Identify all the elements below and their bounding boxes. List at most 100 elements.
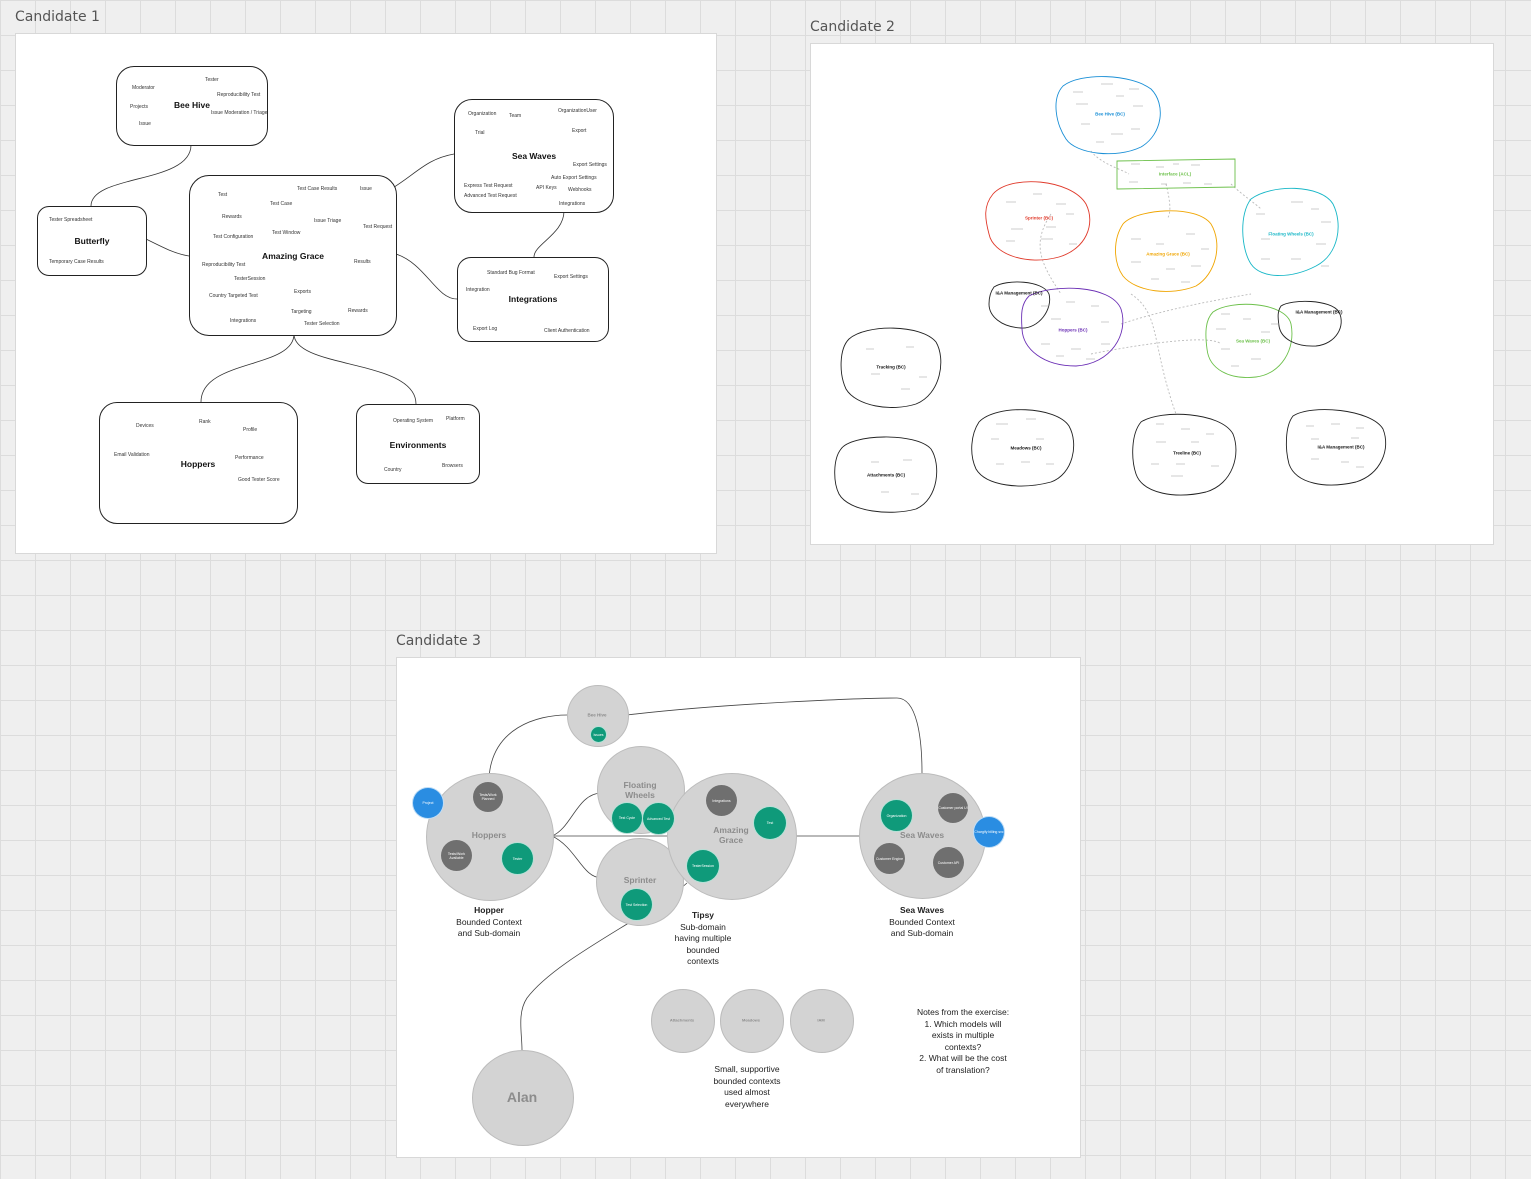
box-item: Platform [446,416,465,422]
hoppers-tester-node[interactable]: Tester [501,842,534,875]
amazing-grace-tester-session-node[interactable]: TesterSession [686,849,720,883]
candidate-2-item-marks [866,83,1364,495]
alan-circle[interactable] [472,1050,574,1146]
box-item: Team [509,113,522,119]
box-item: Express Test Request [464,183,513,189]
box-item: Operating System [393,418,434,424]
notes-line2: 1. Which models will [924,1018,1002,1029]
notes-line6: of translation? [936,1064,990,1075]
box-item: Test Configuration [213,234,254,240]
candidate-3-frame[interactable]: Bee Hive Hoppers Floating Wheels Sprinte… [396,657,1081,1158]
floating-wheels-test-cycle-node[interactable]: Test Cycle [611,802,643,834]
sea-waves-caption-line1: Bounded Context [889,916,955,927]
chargify-billing-node[interactable]: Chargify billing svc [973,816,1005,848]
blob-tracking [840,327,942,408]
box-item: Trial [475,130,485,136]
sea-waves-organization-node[interactable]: Organization [880,799,913,832]
box-item: Export Settings [573,162,607,168]
bee-hive-box[interactable]: Tester Moderator Reproducibility Test Pr… [116,66,268,146]
candidate-2-frame[interactable]: Bee Hive (BC) Interface (ACL) Sprinter (… [810,43,1494,545]
blob-title-sprinter: Sprinter (BC) [1025,215,1053,221]
iam-label: IAM [817,1017,825,1023]
blob-title-attachments: Attachments (BC) [866,472,906,478]
meadows-circle[interactable] [720,989,784,1053]
box-item: Test Case [270,201,293,207]
amazing-grace-test-node[interactable]: Test [753,806,787,840]
box-item: API Keys [536,185,557,191]
blob-title-treeline: Treeline (BC) [1173,450,1201,456]
candidate-1-frame[interactable]: Tester Moderator Reproducibility Test Pr… [15,33,717,554]
environments-box[interactable]: Operating System Platform Environments C… [356,404,480,484]
candidate-1-connectors [90,144,565,405]
box-title: Sea Waves [511,151,557,161]
box-item: Good Tester Score [238,477,280,483]
blob-iam-left [988,281,1051,329]
blob-title-tracking: Tracking (BC) [876,364,906,370]
project-node[interactable]: Project [412,787,444,819]
box-item: Rewards [222,214,242,220]
box-item: Email Validation [114,452,150,458]
sea-waves-label: Sea Waves [899,830,945,840]
blob-title-floating-wheels: Floating Wheels (BC) [1268,231,1314,237]
box-item: Browsers [442,463,463,469]
box-title: Bee Hive [174,100,210,110]
sea-waves-customer-portal-node[interactable]: Customer portal UI [937,792,969,824]
blob-title-bee-hive: Bee Hive (BC) [1095,111,1125,117]
notes-line1: Notes from the exercise: [916,1007,1010,1017]
box-item: Temporary Case Results [49,259,104,265]
notes-line3: exists in multiple [931,1030,995,1040]
blob-floating-wheels [1242,187,1339,276]
sea-waves-customer-engine-node[interactable]: Customer Engine [873,842,906,875]
box-item: Test Request [363,224,393,230]
sea-waves-caption-line2: and Sub-domain [890,928,954,938]
box-item: OrganizationUser [558,108,597,114]
box-title: Environments [389,440,447,450]
box-item: Integrations [230,318,257,324]
floating-wheels-advanced-test-node[interactable]: Advanced Test [642,802,675,835]
box-item: Client Authentication [544,328,590,334]
amazing-grace-label: Amazing Grace [713,825,749,845]
meadows-label: Meadows [741,1017,761,1023]
box-item: Export [572,128,587,134]
tipsy-caption-line4: contexts [687,956,719,966]
butterfly-box[interactable]: Tester Spreadsheet Butterfly Temporary C… [37,206,147,276]
box-item: Devices [136,423,154,429]
box-item: Integration [466,287,490,293]
hoppers-box[interactable]: Devices Rank Profile Email Validation Pe… [99,402,298,524]
sprinter-test-selection-node[interactable]: Test Selection [620,888,653,921]
sea-waves-customer-api-node[interactable]: Customer API [932,846,965,879]
sea-waves-box[interactable]: Organization Team OrganizationUser Trial… [454,99,614,213]
amazing-grace-integrations-node[interactable]: Integrations [705,784,738,817]
box-item: Standard Bug Format [487,270,535,276]
alan-label: Alan [506,1089,538,1105]
box-title: Integrations [508,294,558,304]
candidate-2-title: Candidate 2 [810,19,895,35]
integrations-box[interactable]: Standard Bug Format Export Settings Inte… [457,257,609,342]
hoppers-tests-planned-node[interactable]: Tests/Work Planned [472,781,504,813]
box-item: Organization [468,111,497,117]
hoppers-tests-available-node[interactable]: Tests/Work Available [440,839,473,872]
box-item: Country Targeted Test [209,293,258,299]
box-item: Reproducibility Test [202,262,246,268]
box-item: Auto Export Settings [551,175,597,181]
sea-waves-circle[interactable] [859,773,986,899]
box-item: Export Settings [554,274,588,280]
attachments-circle[interactable] [651,989,715,1053]
box-item: Test Window [272,230,301,236]
iam-circle[interactable] [790,989,854,1053]
blob-iam-right [1277,300,1342,347]
tipsy-caption: Tipsy Sub-domain having multiple bounded… [675,910,732,968]
blob-title-meadows: Meadows (BC) [1010,445,1042,451]
bee-hive-issues-node[interactable]: Issues [590,726,607,743]
blob-title-iam-right: I&A Management (BC) [1295,309,1343,315]
blob-title-iam-bottom: I&A Management (BC) [1317,444,1365,450]
box-title: Hoppers [180,459,216,469]
blob-title-amazing-grace: Amazing Grace (BC) [1146,251,1190,257]
blob-amazing-grace [1115,210,1218,292]
box-item: Integrations [559,201,586,207]
amazing-grace-box[interactable]: Test Test Case Results Issue Test Case R… [189,175,397,336]
candidate-3-title: Candidate 3 [396,633,481,649]
small-caption-line1: Small, supportive [714,1064,780,1074]
box-item: Performance [235,455,264,461]
box-item: Rank [199,419,211,425]
